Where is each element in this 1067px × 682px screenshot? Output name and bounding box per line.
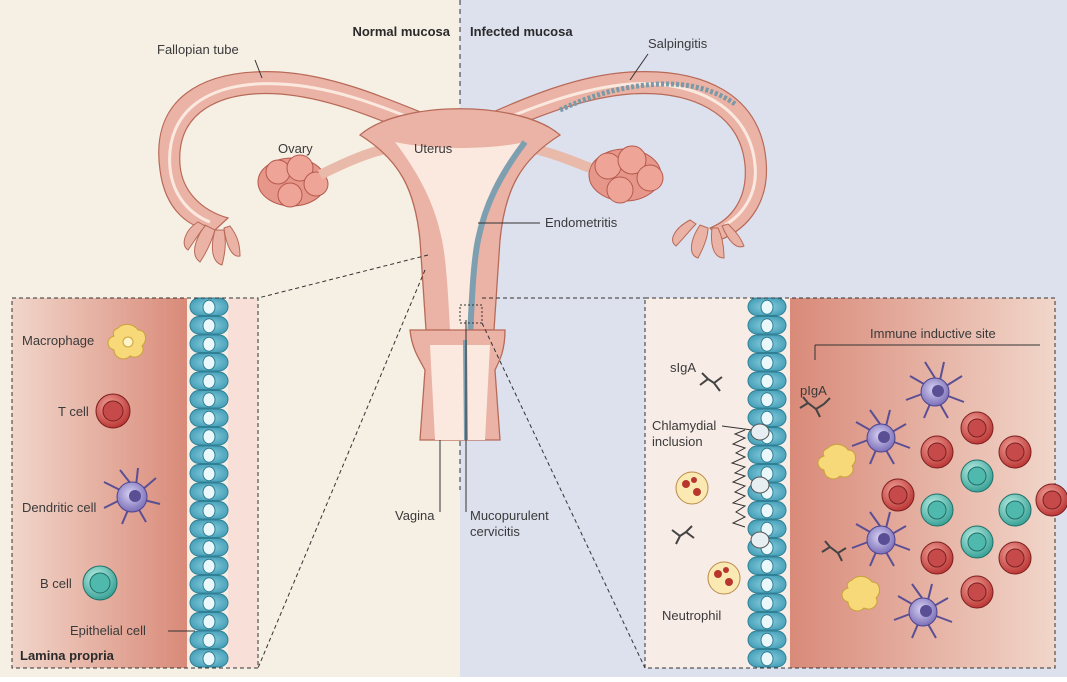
epithelial-nucleus [203,337,215,351]
vagina-label: Vagina [395,508,435,523]
epithelial-nucleus [761,393,773,407]
epithelial-nucleus [761,615,773,629]
epithelial-nucleus [761,374,773,388]
right-panel: Immune inductive site sIgA pIgA Chlamydi… [645,298,1067,668]
epithelial-nucleus [203,578,215,592]
neutrophil-label: Neutrophil [662,608,721,623]
epithelial-nucleus [203,652,215,666]
macrophage-label: Macrophage [22,333,94,348]
epithelial-nucleus [761,356,773,370]
epithelial-nucleus [761,559,773,573]
epithelial-nucleus [203,615,215,629]
epithelial-nucleus [761,633,773,647]
epithelial-nucleus [761,652,773,666]
piga-label: pIgA [800,383,827,398]
lamina-propria-label: Lamina propria [20,648,115,663]
epithelial-nucleus [203,430,215,444]
epithelial-nucleus [203,374,215,388]
epithelial-cell-label: Epithelial cell [70,623,146,638]
b-cell-label: B cell [40,576,72,591]
epithelial-nucleus [203,504,215,518]
left-panel: Macrophage T cell Dendritic cell B cell … [12,298,258,668]
epithelial-nucleus [203,467,215,481]
epithelial-nucleus [761,578,773,592]
epithelial-nucleus [203,319,215,333]
fallopian-tube-label: Fallopian tube [157,42,239,57]
epithelial-nucleus [203,633,215,647]
neutrophil-2 [708,562,740,594]
uterus-label: Uterus [414,141,453,156]
epithelial-nucleus [203,300,215,314]
salpingitis-label: Salpingitis [648,36,708,51]
epithelial-nucleus [761,300,773,314]
chlamydial-label-2: inclusion [652,434,703,449]
epithelial-nucleus [203,522,215,536]
epithelial-nucleus [761,504,773,518]
epithelial-nucleus [203,541,215,555]
mucopurulent-label-1: Mucopurulent [470,508,549,523]
epithelial-nucleus [203,485,215,499]
endometritis-label: Endometritis [545,215,618,230]
epithelial-nucleus [203,356,215,370]
immune-inductive-site-label: Immune inductive site [870,326,996,341]
epithelial-nucleus [203,393,215,407]
epithelial-nucleus [761,596,773,610]
infected-mucosa-header: Infected mucosa [470,24,573,39]
epithelial-nucleus [761,448,773,462]
siga-label: sIgA [670,360,696,375]
t-cell-label: T cell [58,404,89,419]
epithelial-nucleus [203,596,215,610]
epithelial-nucleus [761,319,773,333]
epithelial-nucleus [761,337,773,351]
neutrophil-1 [676,472,708,504]
ovary-label: Ovary [278,141,313,156]
dendritic-cell-label: Dendritic cell [22,500,97,515]
mucopurulent-label-2: cervicitis [470,524,520,539]
normal-mucosa-header: Normal mucosa [352,24,450,39]
epithelial-nucleus [761,411,773,425]
epithelial-nucleus [203,411,215,425]
epithelial-nucleus [203,448,215,462]
epithelial-nucleus [203,559,215,573]
chlamydial-label-1: Chlamydial [652,418,716,433]
